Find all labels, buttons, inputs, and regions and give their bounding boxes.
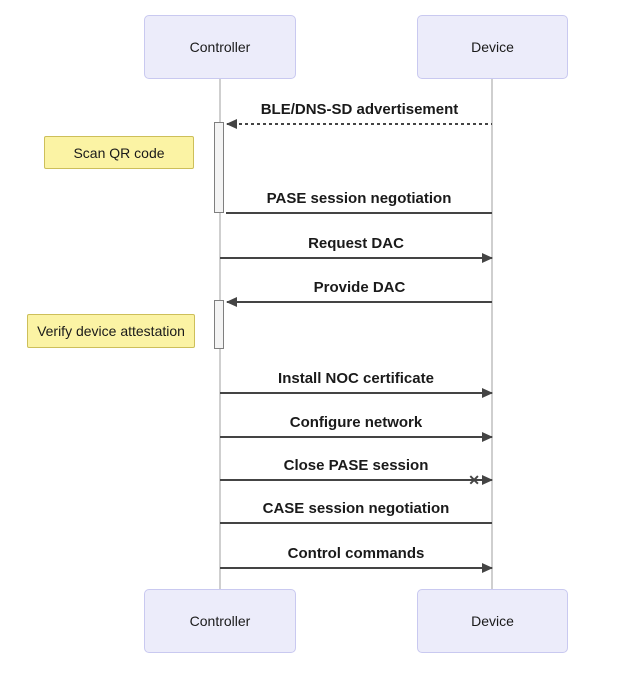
actor-device-top: Device [417,15,568,79]
message-line [220,432,493,442]
note-label: Scan QR code [73,144,165,161]
message-line [226,212,492,214]
arrowhead-right-icon [482,432,493,442]
actor-device-bottom: Device [417,589,568,653]
arrowhead-right-icon [482,563,493,573]
lifeline-device [491,79,493,589]
actor-label: Device [471,613,514,629]
message-label: Provide DAC [313,279,406,296]
message-line [220,253,493,263]
message-close-pase-session: Close PASE session ✕ [220,457,493,487]
actor-controller-top: Controller [144,15,296,79]
message-line [220,388,493,398]
message-case-session-negotiation: CASE session negotiation [220,500,492,524]
message-configure-network: Configure network [220,414,493,442]
actor-label: Controller [189,39,251,55]
message-request-dac: Request DAC [220,235,493,263]
actor-controller-bottom: Controller [144,589,296,653]
actor-label: Controller [189,613,251,629]
note-verify-device-attestation: Verify device attestation [27,314,195,348]
message-line [220,522,492,524]
message-line: ✕ [220,473,493,487]
message-label: Request DAC [308,235,404,252]
message-label: Configure network [289,414,423,431]
arrowhead-left-icon [226,119,237,129]
arrowhead-left-icon [226,297,237,307]
message-label: CASE session negotiation [262,500,450,517]
lost-message-cross-icon: ✕ [468,472,480,488]
message-label: Control commands [287,545,425,562]
message-control-commands: Control commands [220,545,493,573]
activation-bar-attestation [214,300,224,349]
message-install-noc-certificate: Install NOC certificate [220,370,493,398]
arrowhead-right-icon [482,253,493,263]
message-pase-session-negotiation: PASE session negotiation [226,190,492,214]
message-label: Close PASE session [283,457,429,474]
message-line [226,119,492,129]
activation-bar-commissioning [214,122,224,213]
arrowhead-right-icon [482,475,493,485]
message-ble-dns-sd-advertisement: BLE/DNS-SD advertisement [226,101,492,129]
message-label: BLE/DNS-SD advertisement [260,101,459,118]
message-line [226,297,492,307]
message-label: PASE session negotiation [266,190,452,207]
arrowhead-right-icon [482,388,493,398]
message-label: Install NOC certificate [278,370,434,387]
note-scan-qr-code: Scan QR code [44,136,194,169]
note-label: Verify device attestation [37,323,185,339]
actor-label: Device [471,39,514,55]
message-line [220,563,493,573]
message-provide-dac: Provide DAC [226,279,492,307]
